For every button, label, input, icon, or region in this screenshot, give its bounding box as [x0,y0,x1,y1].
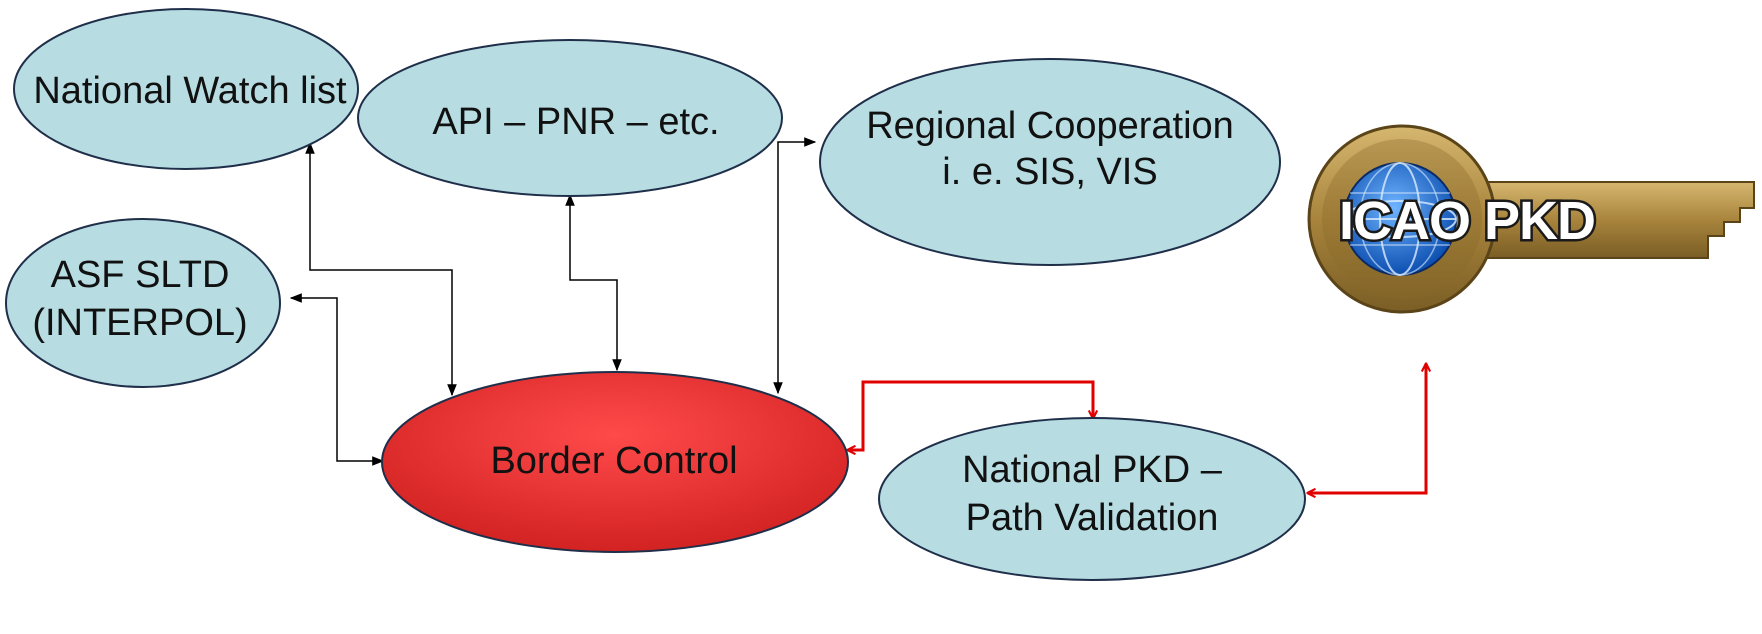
node-label-line-2: (INTERPOL) [32,302,247,344]
node-label-line-2: i. e. SIS, VIS [942,151,1157,193]
node-border-control: Border Control [381,371,849,553]
icao-pkd-logo: ICAO PKD [1307,124,1755,314]
node-national-pkd: National PKD – Path Validation [878,417,1306,581]
node-label-line-1: ASF SLTD [51,254,230,296]
node-label-line-2: Path Validation [966,497,1219,539]
globe-icon [1343,162,1457,276]
connections [289,137,1426,493]
node-asf-sltd: ASF SLTD (INTERPOL) [5,218,281,388]
link-border-national-pkd [848,380,1093,450]
node-api-pnr: API – PNR – etc. [357,39,783,197]
link-national-pkd-icao [1308,364,1426,493]
link-border-asf [289,293,385,466]
node-national-watch-list: National Watch list [13,8,359,170]
link-border-watchlist [305,141,457,397]
node-label-line-1: National PKD – [962,449,1223,491]
node-label: Border Control [490,440,737,482]
node-regional-cooperation: Regional Cooperation i. e. SIS, VIS [819,58,1281,266]
node-label: API – PNR – etc. [432,101,719,143]
link-border-regional [773,137,817,395]
logo-text: ICAO PKD [1339,191,1595,251]
node-label: National Watch list [33,70,347,112]
node-label-line-1: Regional Cooperation [866,105,1234,147]
link-border-api [565,193,622,372]
